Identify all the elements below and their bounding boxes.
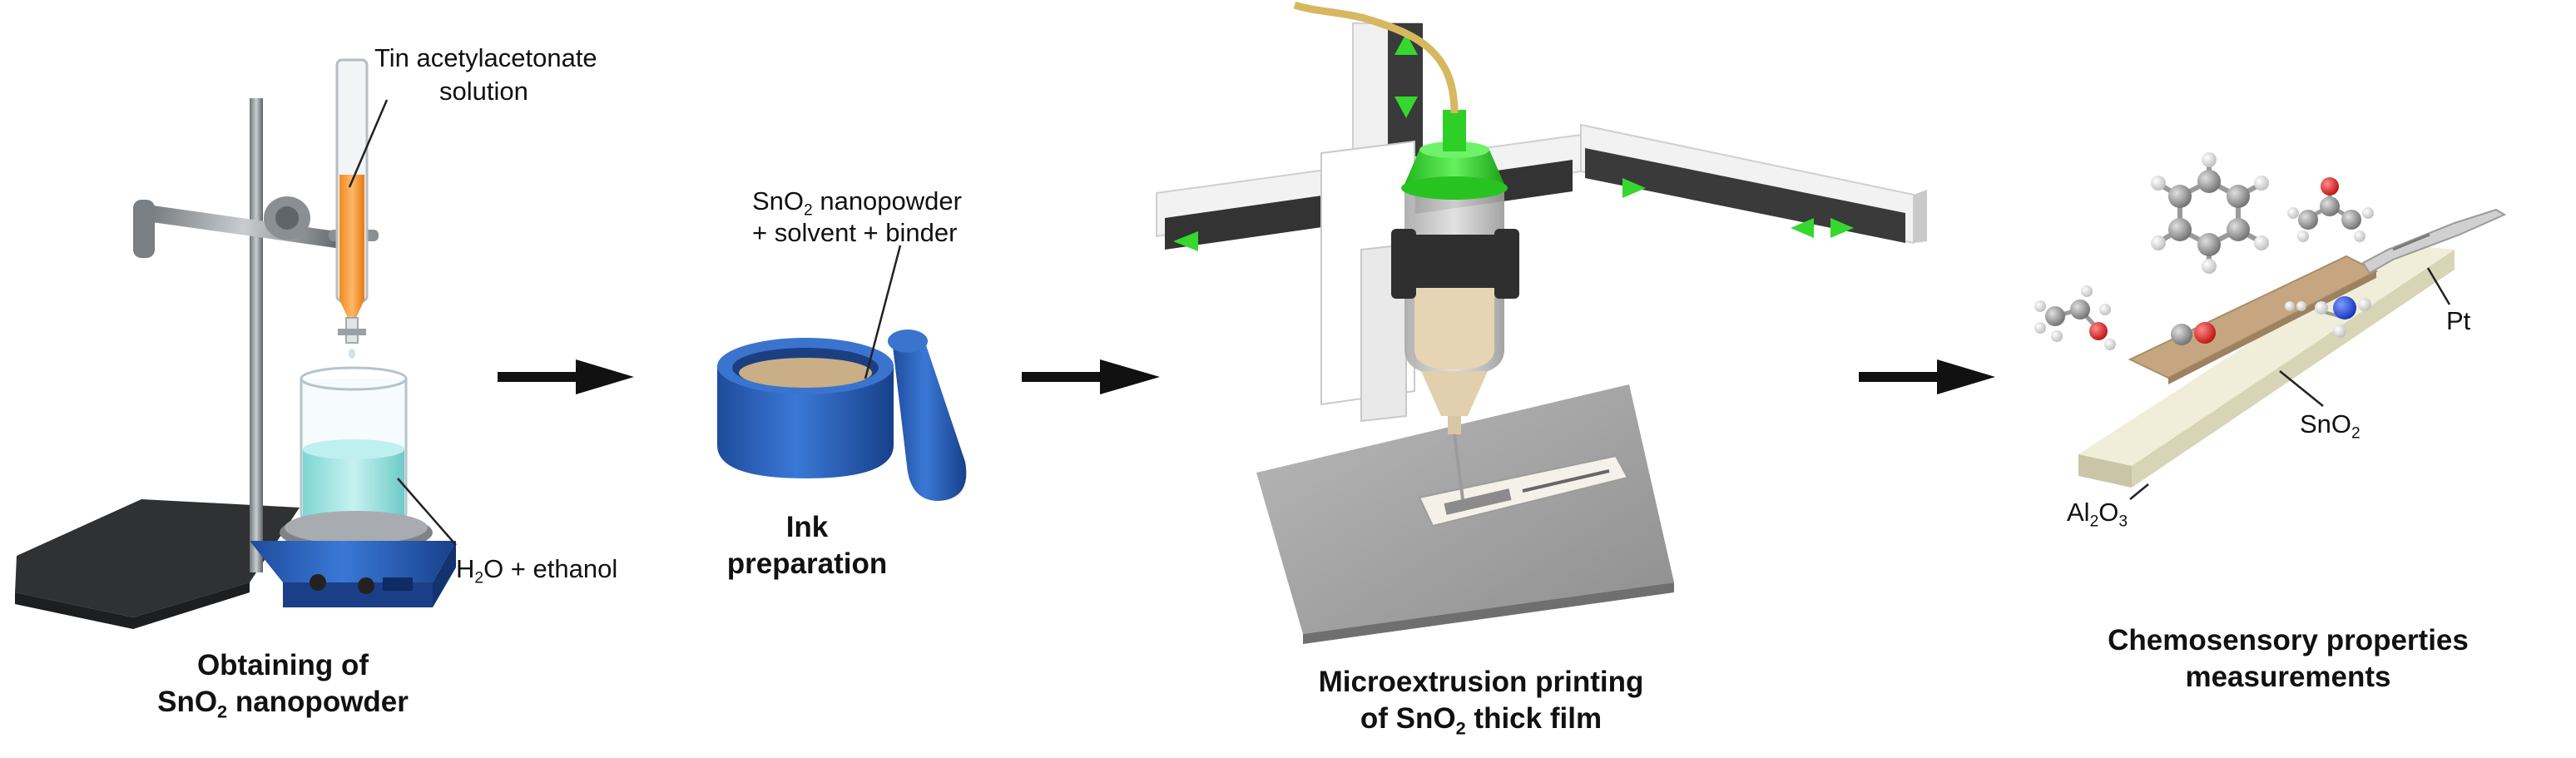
caption-step3: Microextrusion printing of SnO2 thick fi… <box>1273 664 1689 747</box>
label-h2o-rest: O + ethanol <box>483 554 618 583</box>
label-al: Al <box>2067 498 2090 527</box>
label-sno2-np-a: SnO <box>752 186 805 216</box>
caption-step4-line1: Chemosensory properties <box>2108 624 2469 656</box>
caption-step1-rest: nanopowder <box>227 686 409 718</box>
molecule-icon <box>2285 296 2371 338</box>
molecule-icon <box>2034 285 2116 350</box>
label-pt: Pt <box>2446 306 2471 335</box>
leader-line-al2o3 <box>2129 483 2149 500</box>
caption-step3-sub: 2 <box>1455 717 1466 739</box>
label-sno2: SnO2 <box>2300 408 2361 451</box>
arrow-right-icon <box>1022 359 1160 394</box>
caption-step3-of-sno: of SnO <box>1360 702 1456 735</box>
leader-line-h2o <box>397 478 457 546</box>
label-solution: solution <box>439 77 528 106</box>
leader-line-ink <box>864 245 902 379</box>
molecule-icon <box>2171 322 2216 345</box>
beaker-icon <box>300 366 408 528</box>
leader-line-sno2 <box>2279 370 2324 407</box>
pestle-icon <box>888 329 967 501</box>
leader-line-pt <box>2426 267 2451 305</box>
caption-step2-line1: Ink <box>785 511 829 543</box>
caption-step4-line2: measurements <box>2185 661 2391 693</box>
label-solvent-binder: + solvent + binder <box>752 218 958 247</box>
caption-step1-line1: Obtaining of <box>196 649 369 681</box>
caption-step2: Ink preparation <box>699 509 915 582</box>
3d-printer-icon <box>1156 1 1927 644</box>
caption-step1: Obtaining of SnO2 nanopowder <box>141 647 424 731</box>
burette-icon <box>335 58 369 359</box>
caption-step3-line2: of SnO2 thick film <box>1273 701 1689 747</box>
caption-step4: Chemosensory properties measurements <box>2055 622 2521 696</box>
label-al-sub1: 2 <box>2089 513 2099 531</box>
label-al2o3: Al2O3 <box>2067 496 2128 539</box>
label-sno2-nanopowder: SnO2 nanopowder <box>752 185 962 228</box>
mortar-icon <box>717 338 894 478</box>
label-al-sub2: 3 <box>2118 513 2128 531</box>
label-sno2-a: SnO <box>2300 409 2352 438</box>
label-sno2-np-rest: nanopowder <box>812 186 962 216</box>
caption-step3-line1: Microextrusion printing <box>1318 666 1644 698</box>
label-h2o-ethanol: H2O + ethanol <box>456 552 617 596</box>
label-sno2-np-sub: 2 <box>804 201 813 220</box>
caption-step2-line2: preparation <box>726 547 888 580</box>
synthesis-setup <box>15 58 456 629</box>
molecule-icon <box>2287 177 2374 242</box>
arrow-right-icon <box>1859 359 1995 394</box>
caption-step1-sno: SnO <box>157 686 218 718</box>
caption-step1-line2: SnO2 nanopowder <box>141 684 424 731</box>
label-h2o-sub: 2 <box>474 569 484 587</box>
label-h2o-h: H <box>456 554 475 583</box>
sensor-substrate-icon <box>2078 208 2507 488</box>
molecule-icon <box>2151 152 2269 274</box>
magnetic-stirrer-icon <box>250 511 456 607</box>
leader-line-tin <box>348 99 389 188</box>
caption-step3-rest: thick film <box>1465 702 1603 735</box>
label-al-o: O <box>2098 498 2119 527</box>
caption-step1-sub: 2 <box>217 701 228 722</box>
arrow-right-icon <box>498 359 634 394</box>
label-tin-acetylacetonate: Tin acetylacetonate <box>374 43 597 72</box>
label-sno2-sub: 2 <box>2351 424 2361 443</box>
